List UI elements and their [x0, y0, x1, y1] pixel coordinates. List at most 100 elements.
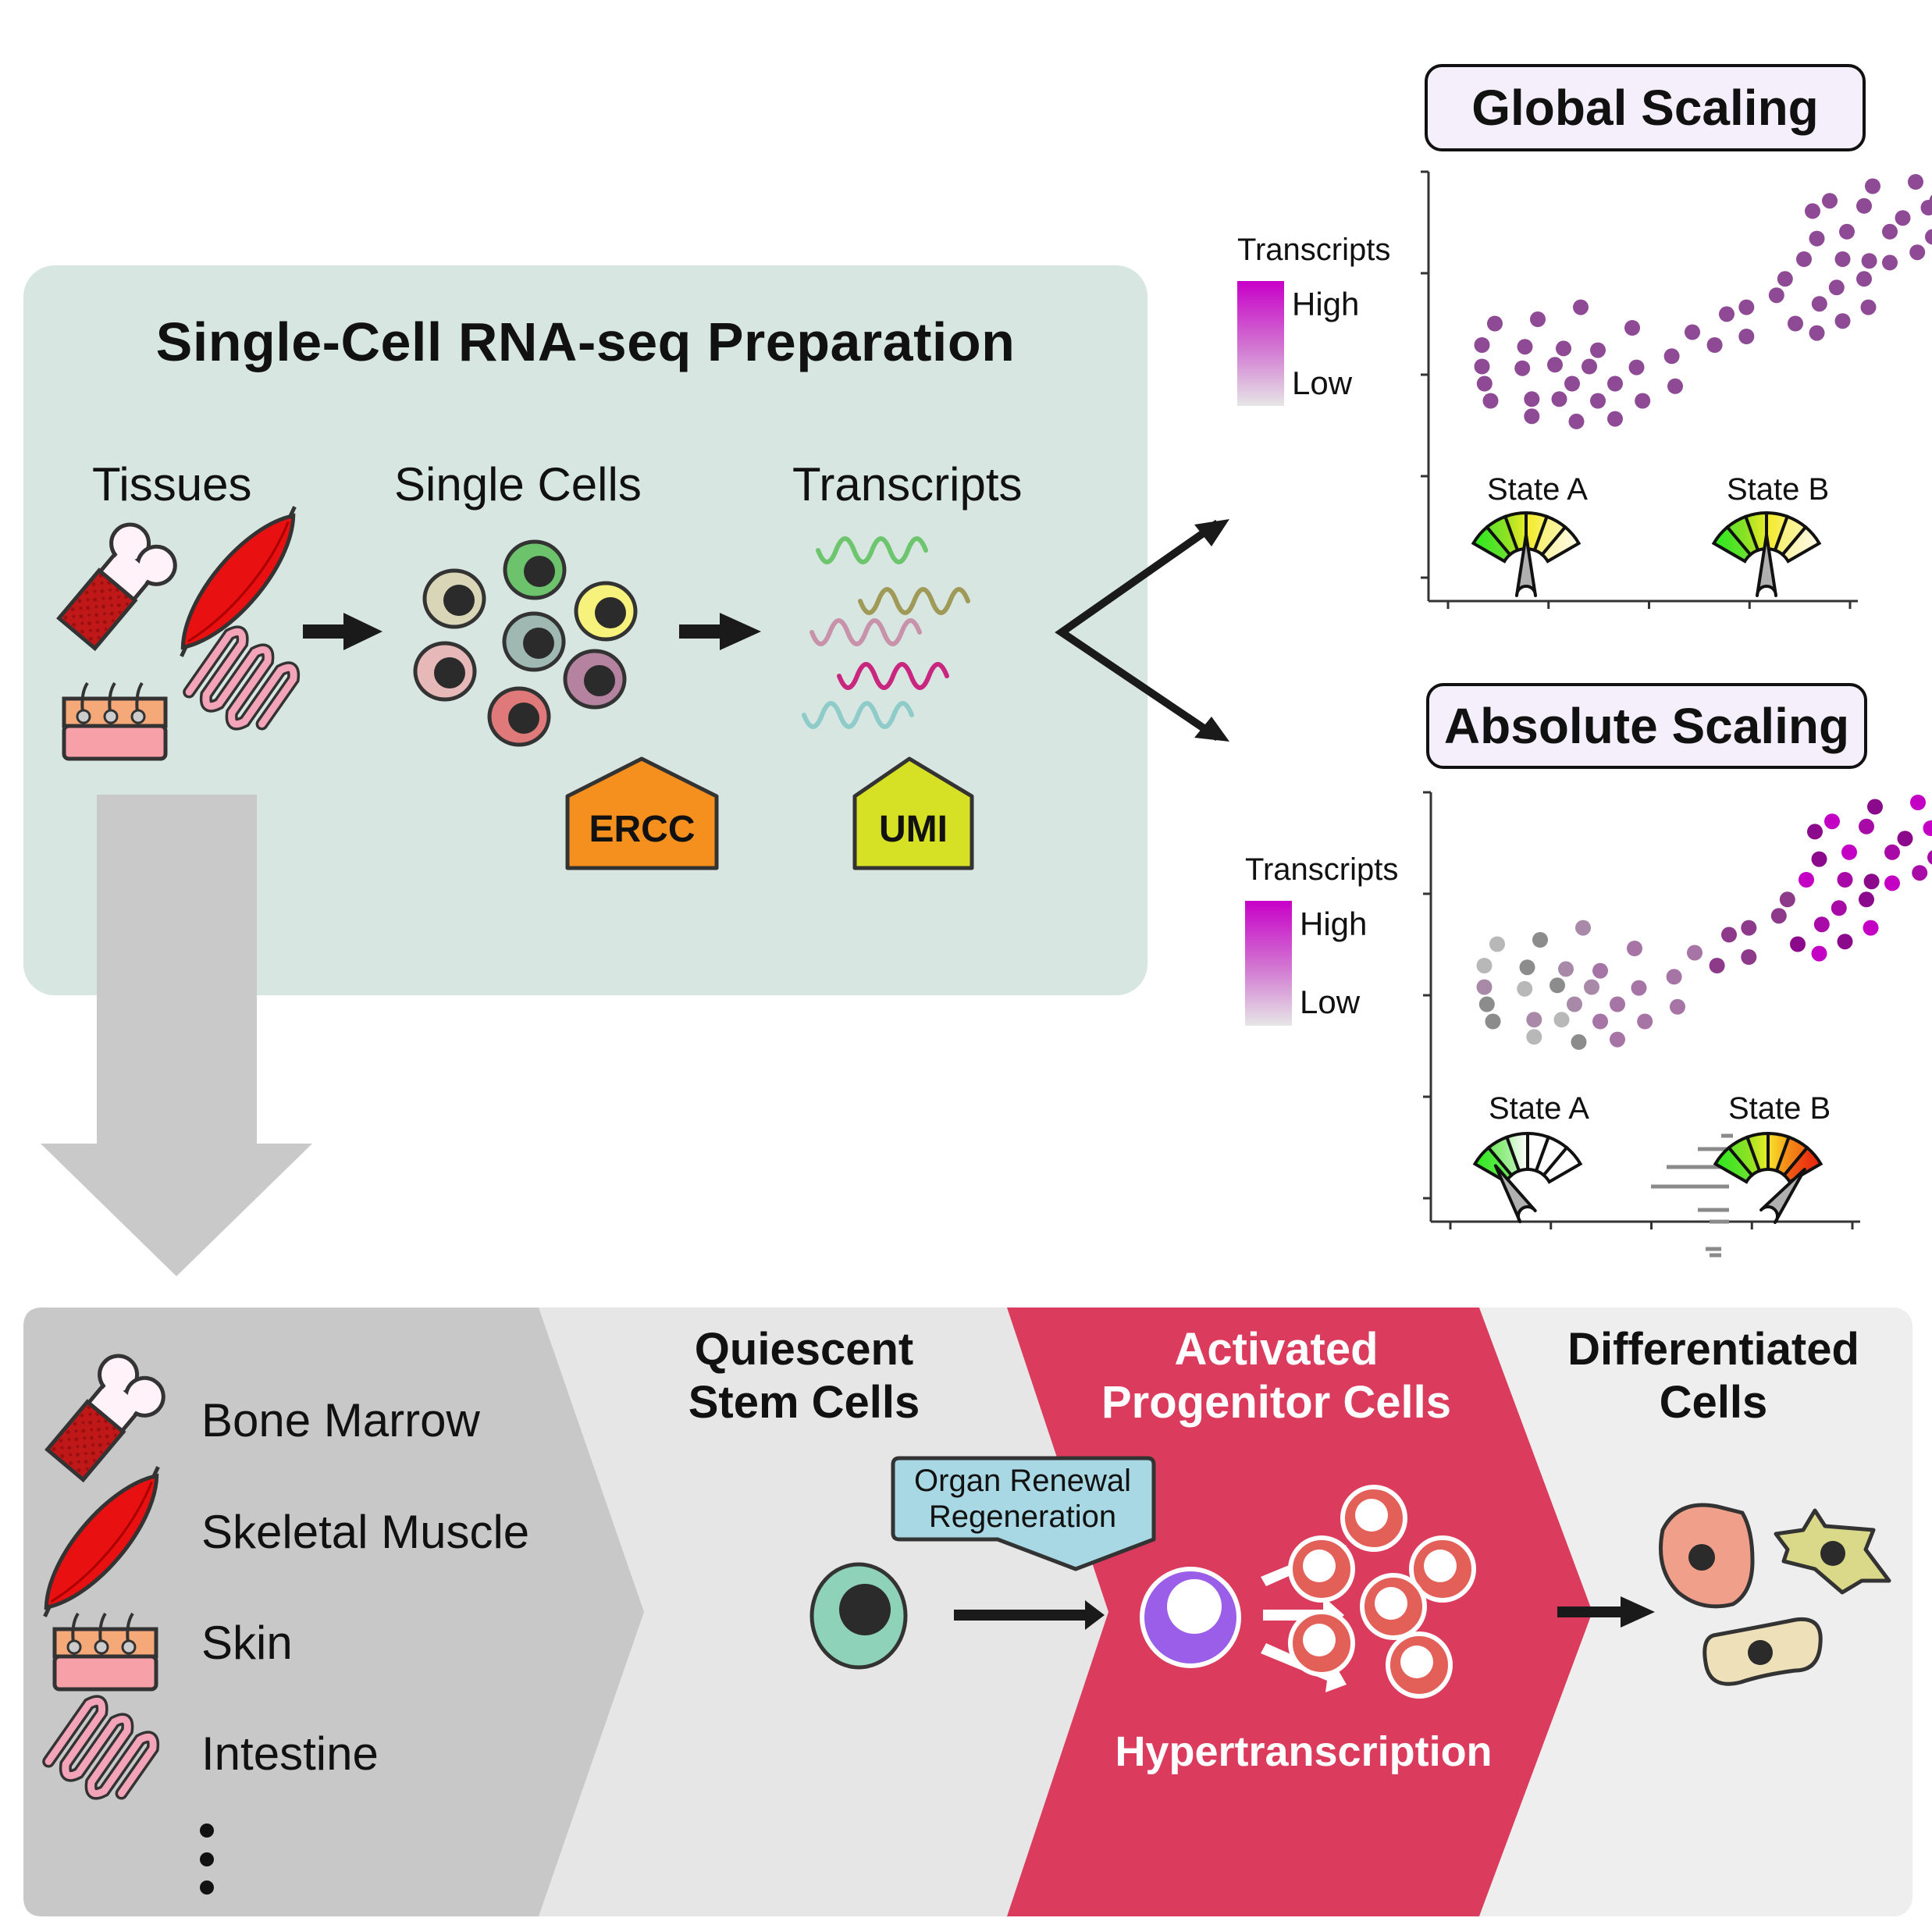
arrow-cells-to-transcripts-icon	[679, 613, 761, 650]
global-scaling-points	[1474, 174, 1932, 429]
cell-data-point	[1474, 337, 1490, 353]
cell-data-point	[1610, 996, 1625, 1012]
cell-nucleus	[508, 703, 539, 734]
cell-data-point	[1532, 932, 1548, 948]
bone-marrow-icon	[56, 522, 177, 652]
cell-data-point	[1738, 329, 1755, 344]
global-scaling-title: Global Scaling	[1425, 64, 1866, 151]
progeny-nucleus	[1400, 1646, 1433, 1678]
stage-title-differentiated-line2: Cells	[1659, 1377, 1768, 1428]
cell-data-point	[1637, 1013, 1653, 1030]
cell-data-point	[1607, 375, 1623, 392]
arrowhead-up	[1194, 519, 1229, 546]
cell-data-point	[1796, 251, 1812, 267]
global-legend-title: Transcripts	[1237, 233, 1391, 267]
cell-data-point	[1519, 959, 1535, 976]
gauge-needle	[1493, 1164, 1537, 1224]
cell-data-point	[1474, 358, 1490, 375]
tissue-label-skin: Skin	[201, 1617, 293, 1669]
cell-data-point	[1550, 977, 1565, 994]
cell-data-point	[1719, 306, 1735, 322]
cell-data-point	[1807, 824, 1823, 840]
cell-data-point	[1530, 311, 1546, 327]
arrow-to-progenitor-icon	[954, 1600, 1105, 1630]
cell-data-point	[1770, 908, 1787, 924]
cell-data-point	[1768, 287, 1784, 304]
cell-data-point	[1487, 315, 1503, 332]
step-label-single-cells: Single Cells	[394, 458, 642, 511]
umi-tag	[852, 756, 974, 870]
cell-data-point	[1837, 934, 1853, 950]
progeny-nucleus	[1303, 1550, 1336, 1582]
cell-data-point	[1908, 174, 1923, 190]
differentiated-cells-icon	[1659, 1503, 1891, 1686]
tissue-label-skeletal-muscle: Skeletal Muscle	[201, 1506, 530, 1558]
absolute-legend-title: Transcripts	[1245, 852, 1399, 887]
cell-data-point	[1927, 850, 1932, 865]
organ-renewal-text: Organ Renewal Regeneration	[898, 1463, 1147, 1535]
cell-data-point	[1841, 844, 1857, 860]
absolute-legend-low: Low	[1300, 984, 1361, 1020]
step-label-transcripts: Transcripts	[792, 458, 1023, 511]
cell-data-point	[1709, 958, 1725, 973]
absolute-legend-high: High	[1300, 906, 1368, 942]
stage-title-quiescent-line1: Quiescent	[694, 1324, 914, 1375]
cell-data-point	[1834, 251, 1851, 267]
big-down-arrow-icon	[41, 795, 312, 1276]
transcript-wave	[802, 701, 914, 729]
cell-data-point	[1860, 299, 1877, 315]
cell-data-point	[1809, 230, 1825, 247]
cell-data-point	[1524, 408, 1540, 425]
cell-data-point	[1687, 945, 1703, 961]
cell-data-point	[1485, 1013, 1501, 1030]
cell-data-point	[1777, 271, 1793, 287]
cell-data-point	[1584, 979, 1599, 995]
absolute-scaling-axes	[1423, 791, 1860, 1229]
absolute-scaling-title: Absolute Scaling	[1426, 683, 1867, 769]
tissue-label-bone-marrow: Bone Marrow	[201, 1394, 480, 1446]
tissue-band	[23, 1308, 644, 1916]
cell-data-point	[1476, 375, 1493, 392]
cell-data-point	[1920, 200, 1932, 215]
progeny-nucleus	[1375, 1587, 1407, 1620]
prep-title: Single-Cell RNA-seq Preparation	[155, 311, 1016, 372]
cell-data-point	[1811, 296, 1827, 312]
gauge-absolute-state-a-icon	[1472, 1131, 1583, 1224]
cell-data-point	[1897, 831, 1913, 847]
cell-data-point	[1788, 315, 1803, 332]
gauge-needle	[1515, 533, 1537, 597]
cell-data-point	[1856, 197, 1872, 214]
cell-data-point	[1859, 818, 1874, 834]
stage-band-differentiated	[1479, 1308, 1912, 1916]
cell-data-point	[1861, 253, 1877, 269]
cell-data-point	[1824, 813, 1840, 830]
cell-data-point	[1910, 795, 1926, 810]
cell-data-point	[1564, 375, 1580, 392]
arrowhead-down	[1194, 717, 1229, 742]
progeny-nucleus	[1424, 1550, 1457, 1582]
arrow-to-differentiated-icon	[1557, 1596, 1655, 1628]
cell-nucleus	[524, 556, 555, 587]
cell-data-point	[1478, 996, 1495, 1012]
cell-data-point	[1882, 223, 1898, 240]
absolute-legend-colorbar	[1245, 901, 1292, 1026]
cell-data-point	[1571, 1034, 1587, 1050]
cell-data-point	[1628, 359, 1645, 375]
cell-data-point	[1624, 320, 1640, 336]
ercc-tag	[565, 756, 719, 870]
stage-title-activated: Activated Progenitor Cells	[1062, 1323, 1491, 1429]
cell-data-point	[1741, 949, 1757, 965]
cell-nucleus	[434, 657, 465, 688]
activated-progenitor-cell-icon	[1140, 1567, 1241, 1668]
skin-icon	[62, 681, 168, 761]
cell-data-point	[1670, 998, 1685, 1015]
absolute-state-b-label: State B	[1728, 1091, 1831, 1126]
gauge-global-state-a-icon	[1471, 511, 1582, 597]
bottom-skeletal-muscle-icon	[43, 1466, 160, 1617]
cell-data-point	[1837, 872, 1853, 888]
cell-data-point	[1524, 391, 1540, 407]
transcript-wave	[816, 536, 928, 564]
cell-data-point	[1839, 223, 1855, 240]
cell-data-point	[1813, 916, 1830, 933]
